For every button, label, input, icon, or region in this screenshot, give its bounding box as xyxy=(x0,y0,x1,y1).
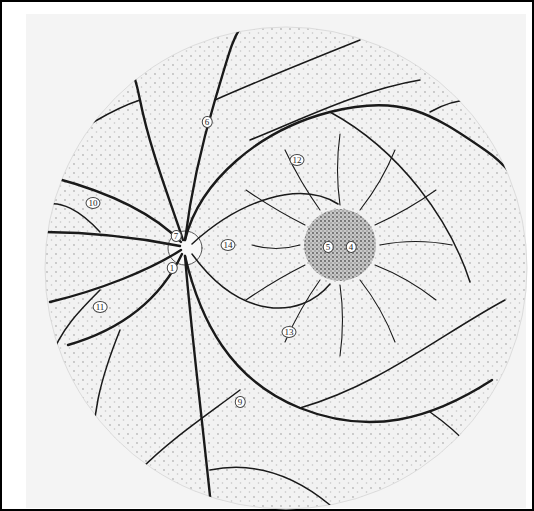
callout-number: 10 xyxy=(86,197,101,209)
fundus-disc xyxy=(45,27,527,509)
callout-number: 9 xyxy=(235,396,246,408)
callout-number: 11 xyxy=(93,301,108,313)
callout-number: 6 xyxy=(202,116,213,128)
callout-number: 4 xyxy=(346,241,357,253)
ground xyxy=(26,14,526,508)
callout-number: 1 xyxy=(167,262,178,274)
callout-number: 14 xyxy=(221,239,236,251)
callout-number: 5 xyxy=(323,241,334,253)
macula xyxy=(304,209,376,281)
vessels xyxy=(40,25,530,511)
callout-number: 13 xyxy=(282,326,297,338)
callout-number: 12 xyxy=(290,154,305,166)
callout-number: 7 xyxy=(171,230,182,242)
